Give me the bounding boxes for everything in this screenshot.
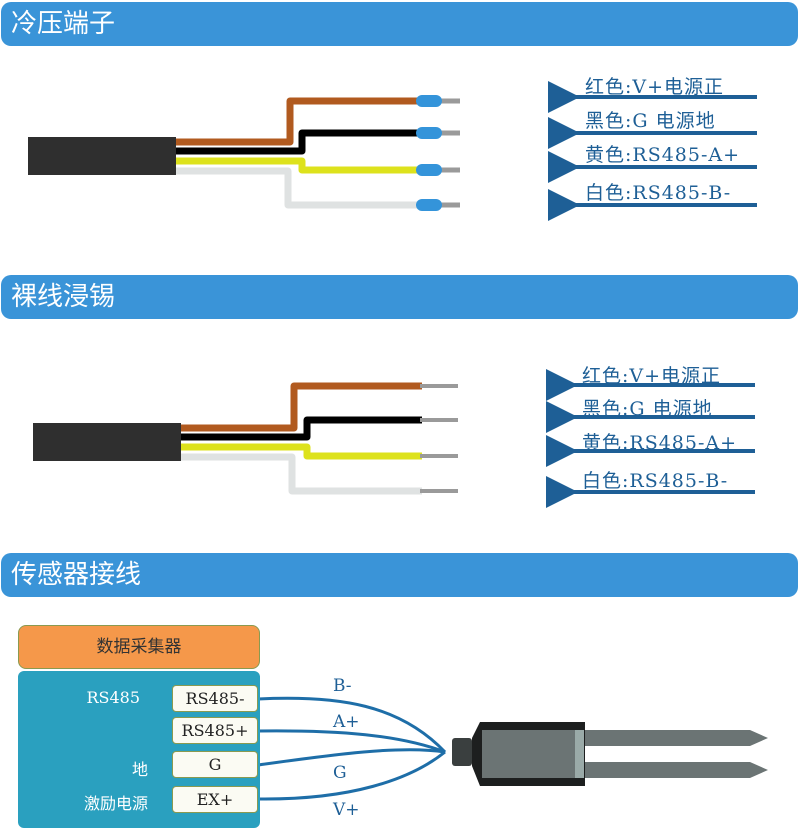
wire-label-white-2: 白色:RS485-B- [582,470,729,492]
section-header-sensor-wiring: 传感器接线 [1,553,798,597]
cable-diagram-tinned [33,382,458,495]
terminal-rs485-plus: RS485+ [172,717,258,744]
cable-diagram-ferrule [28,95,460,211]
label-arrows-2 [546,369,755,508]
wire-yellow [176,157,420,174]
wire-label-white: 白色:RS485-B- [585,182,732,204]
sensor-wires [257,696,447,801]
wire-name-g: G [333,763,347,783]
label-rs485: RS485 [86,688,140,707]
cable-jacket [28,137,176,175]
wire-name-v-plus: V+ [333,800,360,820]
wire-name-b-minus: B- [333,676,352,696]
label-arrows-1 [548,81,757,221]
label-excitation: 激励电源 [83,794,148,813]
wire-label-black: 黑色:G 电源地 [585,110,716,132]
label-ground: 地 [131,760,148,779]
terminal-ex-plus: EX+ [172,786,258,813]
wire-white [176,167,420,209]
wire-label-red: 红色:V+电源正 [585,76,725,98]
wire-label-red-2: 红色:V+电源正 [582,365,722,387]
terminal-rs485-minus: RS485- [172,685,258,712]
wire-black [176,129,420,155]
wire-red [176,97,420,146]
section-header-crimp-terminal: 冷压端子 [1,2,798,46]
terminal-ground: G [172,751,258,778]
wire-label-yellow-2: 黄色:RS485-A+ [582,432,738,454]
wire-label-black-2: 黑色:G 电源地 [582,398,713,420]
data-collector-title: 数据采集器 [18,625,260,669]
soil-sensor-probe [452,722,768,786]
wire-name-a-plus: A+ [333,712,360,732]
section-header-tinned-wire: 裸线浸锡 [1,275,798,319]
wire-label-yellow: 黄色:RS485-A+ [585,144,741,166]
ferrules [416,95,442,211]
